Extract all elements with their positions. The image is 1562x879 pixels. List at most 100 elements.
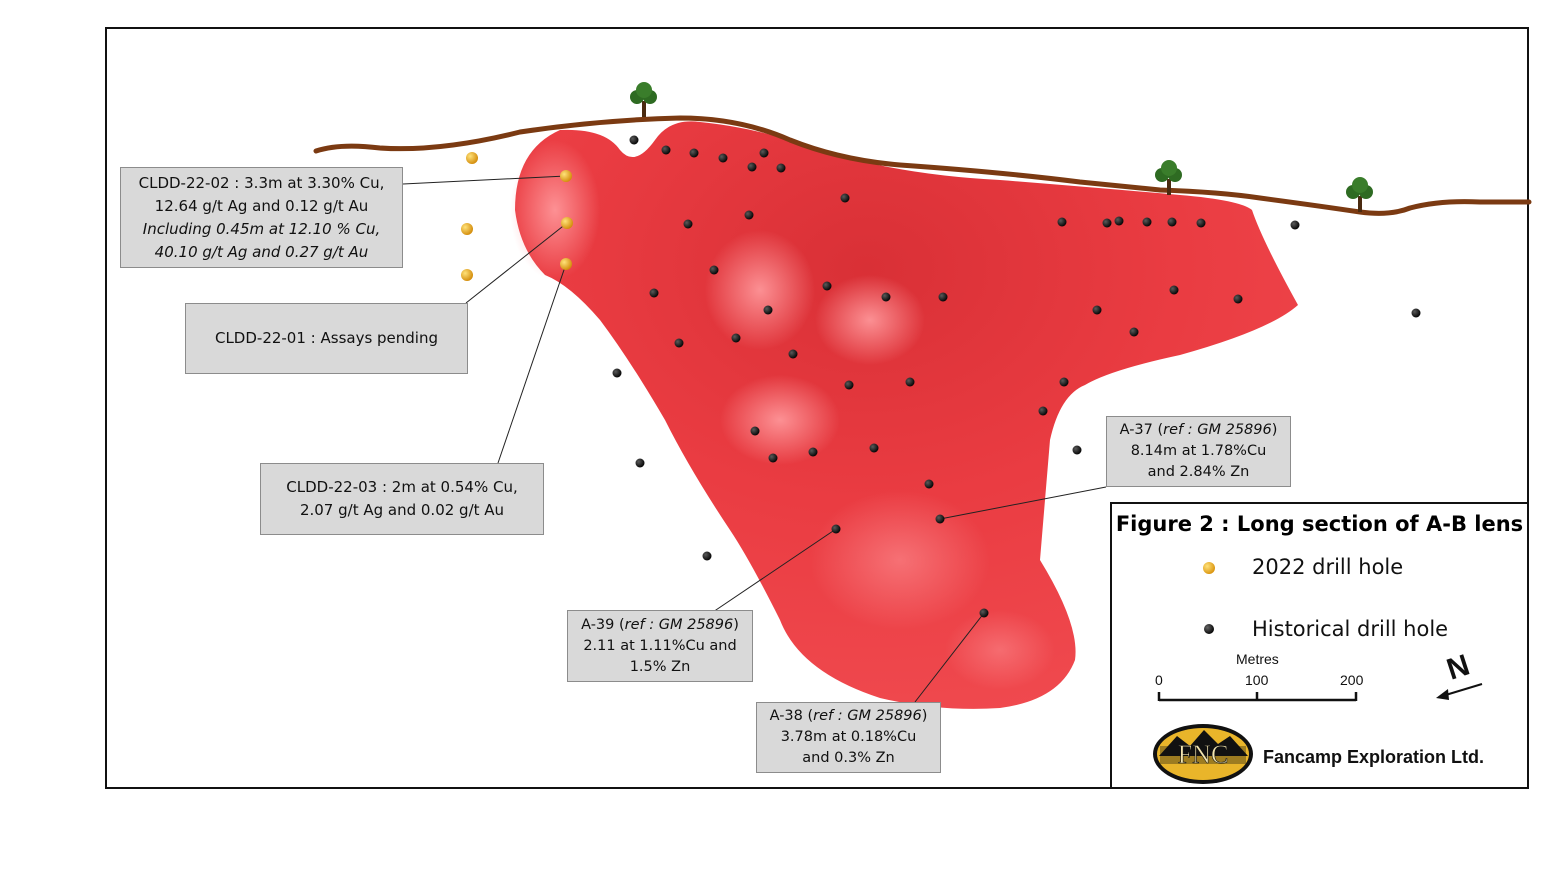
historical-drill-hole xyxy=(1072,445,1082,455)
callout-line: A-37 (ref : GM 25896) xyxy=(1119,422,1278,438)
leader-cldd-22-02 xyxy=(402,175,567,185)
historical-drill-hole xyxy=(1142,217,1152,227)
historical-drill-hole xyxy=(1038,406,1048,416)
historical-drill-hole xyxy=(844,380,854,390)
lens-highlight xyxy=(720,375,840,465)
leader-a-37 xyxy=(939,486,1107,520)
drill-hole-2022 xyxy=(560,170,572,182)
historical-drill-hole xyxy=(1092,305,1102,315)
historical-drill-hole xyxy=(869,443,879,453)
leader-cldd-22-03 xyxy=(497,263,567,464)
callout-line: 3.78m at 0.18%Cu xyxy=(780,729,917,745)
callout-a-39: A-39 (ref : GM 25896) 2.11 at 1.11%Cu an… xyxy=(567,610,753,682)
callout-a-37: A-37 (ref : GM 25896) 8.14m at 1.78%Cu a… xyxy=(1106,416,1291,487)
historical-drill-hole xyxy=(1196,218,1206,228)
historical-drill-hole xyxy=(924,479,934,489)
callout-cldd-22-01: CLDD-22-01 : Assays pending xyxy=(185,303,468,374)
callout-line: CLDD-22-01 : Assays pending xyxy=(214,329,439,347)
historical-drill-hole xyxy=(768,453,778,463)
callout-line: 12.64 g/t Ag and 0.12 g/t Au xyxy=(154,196,369,215)
historical-drill-hole xyxy=(1102,218,1112,228)
leader-a-39 xyxy=(709,528,837,615)
historical-drill-hole xyxy=(689,148,699,158)
historical-drill-hole xyxy=(788,349,798,359)
lens-highlight xyxy=(810,490,990,630)
callout-line: 2.11 at 1.11%Cu and xyxy=(583,637,737,654)
legend-box: Figure 2 : Long section of A-B lens N xyxy=(1110,502,1529,789)
callout-line: and 0.3% Zn xyxy=(802,750,895,766)
drill-hole-2022 xyxy=(466,152,478,164)
historical-drill-hole xyxy=(776,163,786,173)
tree-icon xyxy=(1155,160,1182,195)
callout-line: 1.5% Zn xyxy=(629,658,691,675)
drill-hole-2022 xyxy=(560,258,572,270)
lens-highlight xyxy=(705,230,815,350)
tree-icon xyxy=(630,82,657,117)
callout-line: CLDD-22-02 : 3.3m at 3.30% Cu, xyxy=(138,173,385,192)
callout-line: 8.14m at 1.78%Cu xyxy=(1130,443,1267,459)
callout-line: Including 0.45m at 12.10 % Cu, xyxy=(142,219,381,238)
lens-highlight xyxy=(510,140,600,280)
legend-graphics: N FNC xyxy=(1153,562,1483,784)
callout-line: CLDD-22-03 : 2m at 0.54% Cu, xyxy=(286,478,518,496)
lens-highlight xyxy=(945,610,1055,690)
svg-text:FNC: FNC xyxy=(1178,740,1229,769)
historical-drill-hole xyxy=(831,524,841,534)
figure-title: Figure 2 : Long section of A-B lens xyxy=(1115,512,1524,536)
scale-bar xyxy=(1157,692,1358,702)
fnc-logo-icon: FNC xyxy=(1153,724,1253,784)
historical-drill-hole xyxy=(661,145,671,155)
scale-tick-200: 200 xyxy=(1340,672,1364,688)
ground-surface-line xyxy=(313,115,1532,216)
historical-drill-hole xyxy=(905,377,915,387)
callout-a-38: A-38 (ref : GM 25896) 3.78m at 0.18%Cu a… xyxy=(756,702,941,773)
legend-2022-drill-hole-symbol xyxy=(1203,562,1215,574)
legend-label-historical: Historical drill hole xyxy=(1252,617,1449,641)
scale-tick-0: 0 xyxy=(1155,672,1163,688)
historical-drill-hole xyxy=(1167,217,1177,227)
svg-text:N: N xyxy=(1443,649,1474,687)
drill-hole-2022 xyxy=(461,269,473,281)
drill-hole-2022 xyxy=(461,223,473,235)
historical-drill-hole xyxy=(750,426,760,436)
historical-drill-hole xyxy=(1129,327,1139,337)
historical-drill-hole xyxy=(840,193,850,203)
historical-drill-hole xyxy=(808,447,818,457)
historical-drill-hole xyxy=(683,219,693,229)
historical-drill-hole xyxy=(747,162,757,172)
historical-drill-hole xyxy=(1290,220,1300,230)
historical-drill-hole xyxy=(731,333,741,343)
callout-cldd-22-02: CLDD-22-02 : 3.3m at 3.30% Cu, 12.64 g/t… xyxy=(120,167,403,268)
drill-holes-2022 xyxy=(461,152,573,281)
historical-drill-hole xyxy=(635,458,645,468)
historical-drill-hole xyxy=(612,368,622,378)
legend-label-2022: 2022 drill hole xyxy=(1252,555,1404,579)
historical-drill-hole xyxy=(763,305,773,315)
historical-drill-hole xyxy=(1114,216,1124,226)
historical-drill-hole xyxy=(881,292,891,302)
historical-drill-hole xyxy=(935,514,945,524)
lens-highlight xyxy=(815,275,925,365)
historical-drill-hole xyxy=(709,265,719,275)
historical-drill-hole xyxy=(979,608,989,618)
callout-line: 40.10 g/t Ag and 0.27 g/t Au xyxy=(154,242,369,261)
leader-a-38 xyxy=(914,612,985,703)
company-name: Fancamp Exploration Ltd. xyxy=(1263,747,1485,767)
historical-drill-holes xyxy=(612,135,1421,618)
callout-line: A-39 (ref : GM 25896) xyxy=(581,616,739,633)
historical-drill-hole xyxy=(744,210,754,220)
historical-drill-hole xyxy=(702,551,712,561)
historical-drill-hole xyxy=(1169,285,1179,295)
callout-line: and 2.84% Zn xyxy=(1147,464,1250,480)
historical-drill-hole xyxy=(1057,217,1067,227)
legend-historical-drill-hole-symbol xyxy=(1204,624,1214,634)
historical-drill-hole xyxy=(938,292,948,302)
historical-drill-hole xyxy=(822,281,832,291)
callout-line: 2.07 g/t Ag and 0.02 g/t Au xyxy=(299,501,505,519)
figure-frame xyxy=(105,27,1529,789)
callout-line: A-38 (ref : GM 25896) xyxy=(769,708,928,724)
historical-drill-hole xyxy=(629,135,639,145)
leader-cldd-22-01 xyxy=(465,222,568,304)
historical-drill-hole xyxy=(674,338,684,348)
